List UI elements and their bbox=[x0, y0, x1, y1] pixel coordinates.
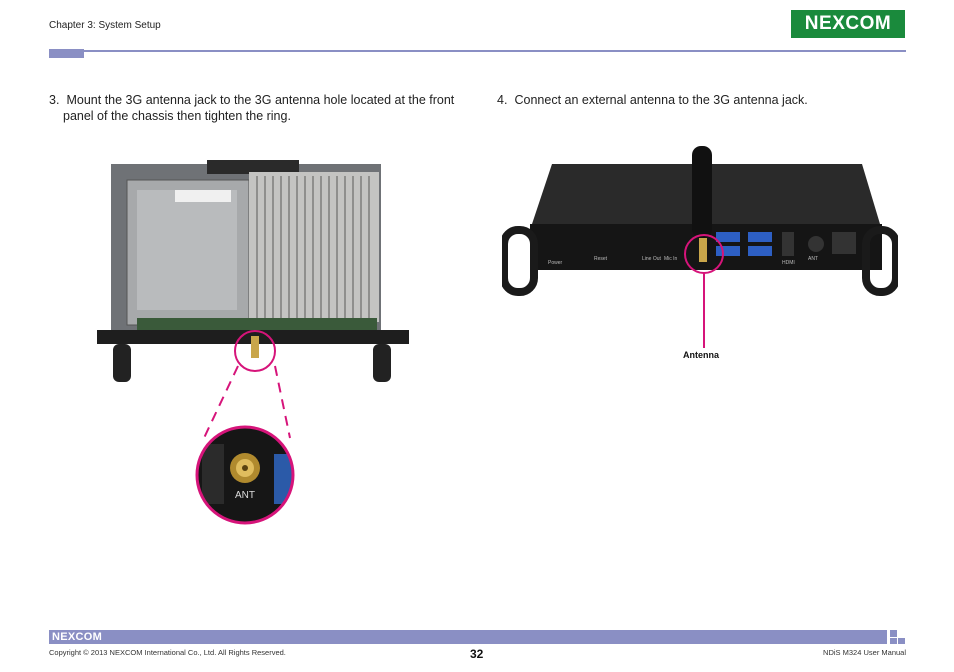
antenna-callout-marker bbox=[684, 234, 724, 348]
step-number: 4. bbox=[497, 93, 508, 107]
chapter-title: Chapter 3: System Setup bbox=[49, 20, 161, 31]
antenna-label: Antenna bbox=[683, 350, 719, 360]
logo-text: NEXCOM bbox=[804, 13, 892, 34]
step-text-line1: Mount the 3G antenna jack to the 3G ante… bbox=[66, 93, 455, 107]
footer-square bbox=[898, 638, 905, 644]
step-text-line1: Connect an external antenna to the 3G an… bbox=[514, 93, 808, 107]
footer-logo: NEXCOM bbox=[52, 631, 103, 643]
manual-title: NDiS M324 User Manual bbox=[823, 648, 906, 657]
copyright-text: Copyright © 2013 NEXCOM International Co… bbox=[49, 648, 286, 657]
chassis-top-view-image bbox=[97, 160, 409, 382]
ant-zoom-label: ANT bbox=[235, 490, 255, 501]
port-label: Power bbox=[548, 260, 563, 266]
port-label: HDMI bbox=[782, 260, 795, 266]
step-3: 3. Mount the 3G antenna jack to the 3G a… bbox=[49, 92, 469, 124]
antenna-jack-zoom: ANT bbox=[195, 425, 295, 525]
port-label: Reset bbox=[594, 256, 608, 262]
footer-square bbox=[890, 630, 897, 637]
port-label: Line Out bbox=[642, 256, 662, 262]
step-4: 4. Connect an external antenna to the 3G… bbox=[497, 92, 917, 108]
header-tab bbox=[49, 49, 84, 58]
footer-square bbox=[890, 638, 897, 644]
page-number: 32 bbox=[470, 647, 484, 661]
header-rule bbox=[84, 50, 906, 52]
zoom-callout-lines bbox=[203, 330, 291, 439]
nexcom-logo: NEXCOM bbox=[791, 10, 905, 38]
step-text-line2: panel of the chassis then tighten the ri… bbox=[63, 109, 291, 123]
footer-bar bbox=[49, 630, 887, 644]
step-number: 3. bbox=[49, 93, 60, 107]
front-panel-image: Power Reset Line Out Mic In HDMI ANT bbox=[502, 146, 898, 296]
port-label: Mic In bbox=[664, 256, 678, 262]
port-label: ANT bbox=[808, 256, 818, 262]
